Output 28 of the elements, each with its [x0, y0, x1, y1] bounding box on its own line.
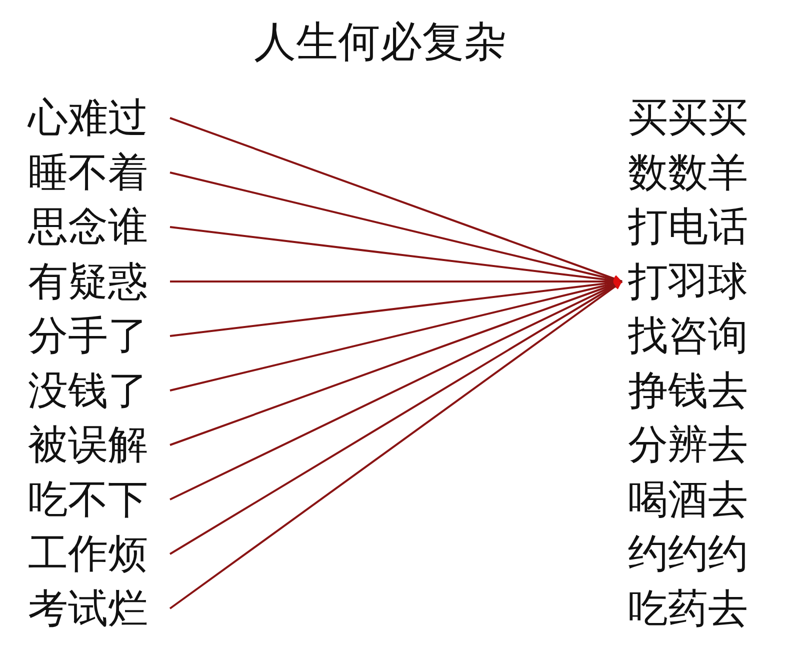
- item-label: 买买买: [628, 93, 770, 143]
- item-label: 打羽球: [628, 256, 770, 306]
- item-label: 吃不下: [28, 474, 170, 524]
- item-label: 喝酒去: [628, 474, 770, 524]
- item-label: 考试烂: [28, 584, 170, 634]
- title: 人生何必复杂: [253, 16, 507, 68]
- arrow: [169, 280, 623, 555]
- arrow: [170, 117, 622, 283]
- item-label: 约约约: [628, 529, 770, 579]
- arrow: [170, 280, 622, 446]
- item-label: 思念谁: [28, 202, 170, 252]
- arrow: [170, 279, 622, 392]
- item-label: 打电话: [628, 202, 770, 252]
- item-label: 挣钱去: [628, 366, 770, 416]
- item-label: 数数羊: [628, 148, 770, 198]
- item-label: 心难过: [28, 93, 170, 143]
- item-label: 分辨去: [628, 420, 770, 470]
- arrow: [169, 280, 623, 610]
- item-label: 吃药去: [628, 584, 770, 634]
- item-label: 没钱了: [28, 366, 170, 416]
- arrow: [170, 278, 622, 337]
- item-label: 有疑惑: [28, 256, 170, 306]
- item-label: 睡不着: [28, 148, 170, 198]
- item-label: 被误解: [28, 420, 170, 470]
- item-label: 找咨询: [628, 311, 770, 361]
- arrow: [170, 280, 622, 500]
- item-label: 工作烦: [28, 529, 170, 579]
- item-label: 分手了: [28, 311, 170, 361]
